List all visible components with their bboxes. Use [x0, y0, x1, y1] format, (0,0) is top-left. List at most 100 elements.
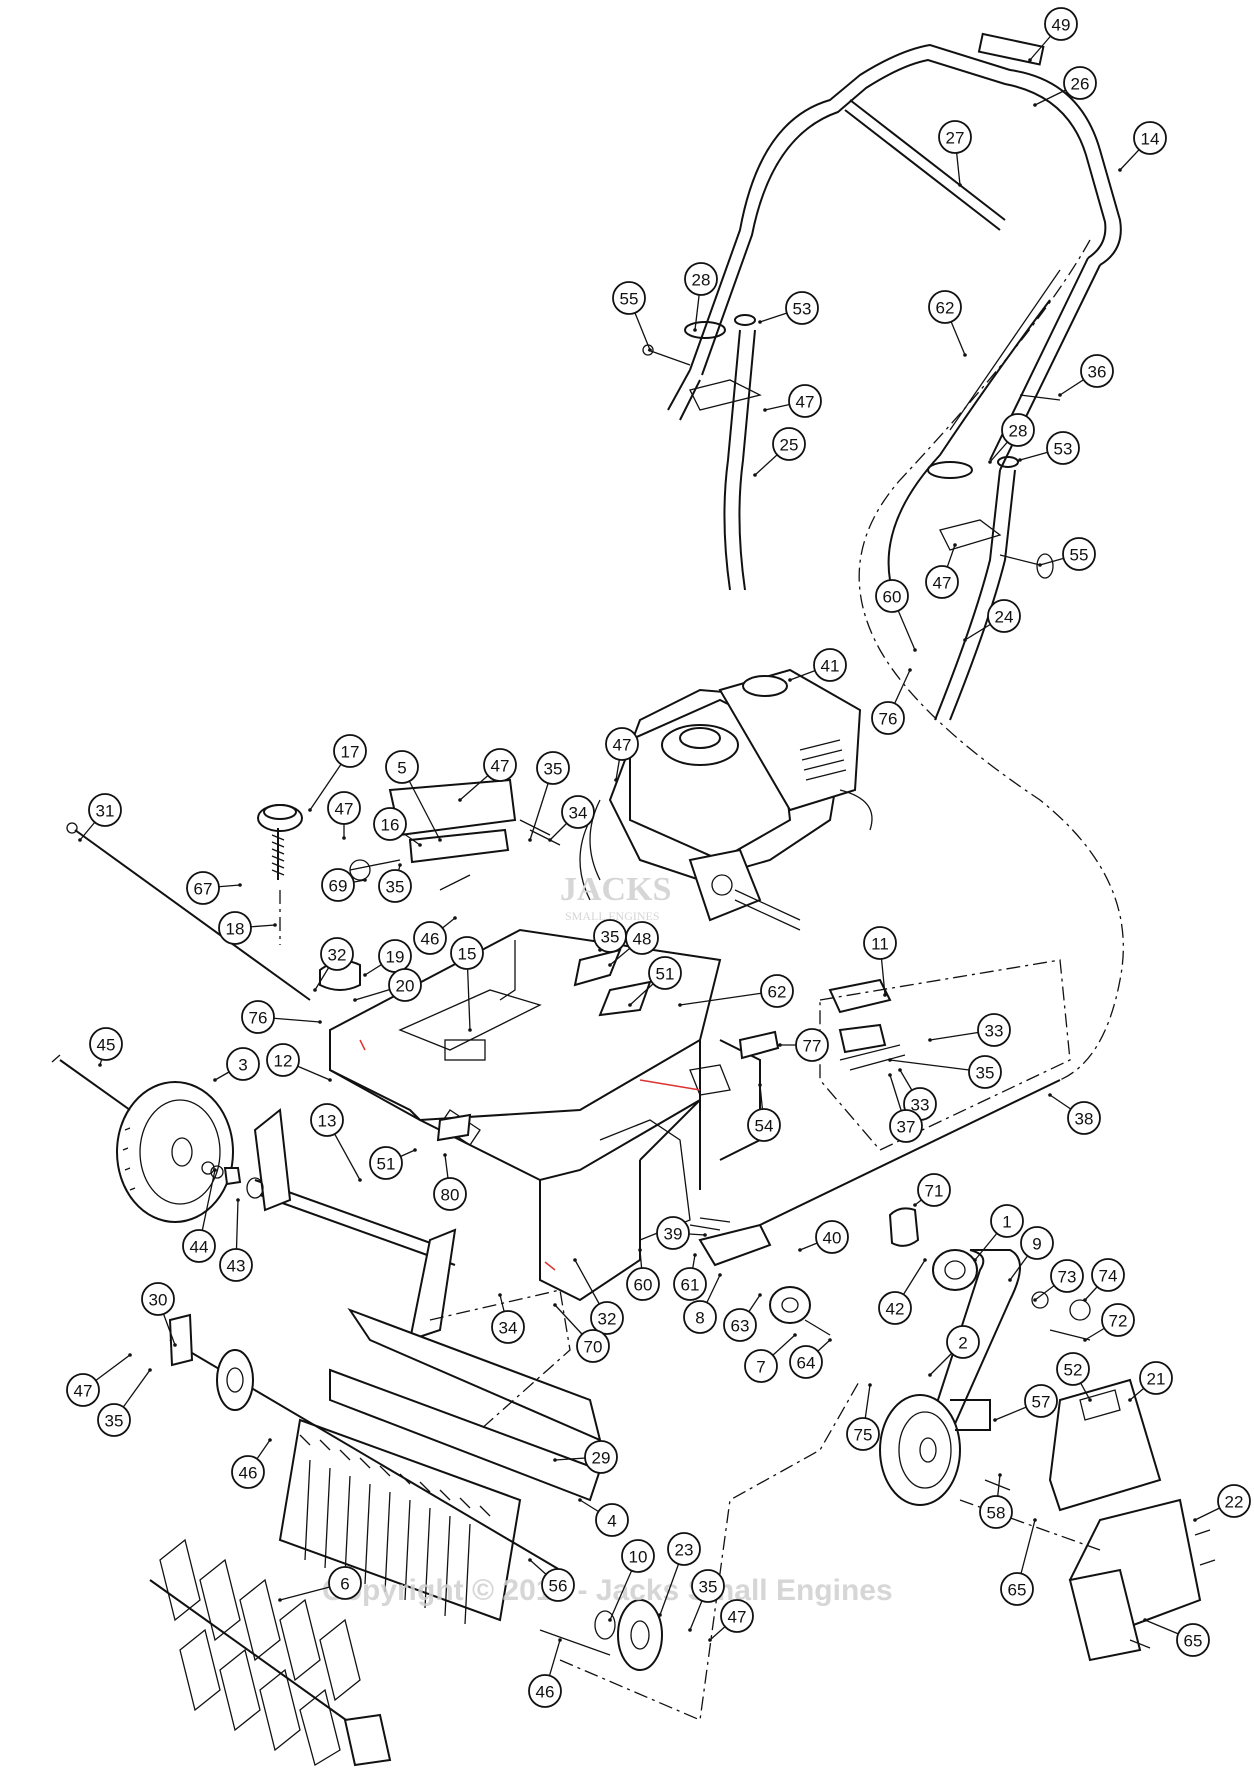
leader-dot [658, 1613, 662, 1617]
callout-29: 29 [553, 1440, 618, 1474]
callout-circle [1000, 1572, 1034, 1606]
callout-47: 47 [605, 727, 639, 782]
callout-number: 11 [871, 935, 889, 954]
leader-dot [443, 1153, 447, 1157]
callout-circle [656, 1216, 690, 1250]
callout-58: 58 [979, 1473, 1013, 1529]
callout-number: 30 [149, 1291, 168, 1310]
callout-number: 67 [194, 880, 213, 899]
callout-number: 20 [396, 977, 415, 996]
leader-dot [758, 1293, 762, 1297]
leader-dot [528, 1558, 532, 1562]
leader-dot [888, 1058, 892, 1062]
callout-circle [684, 262, 718, 296]
callout-number: 51 [656, 965, 675, 984]
callout-circle [218, 911, 252, 945]
callout-number: 69 [329, 877, 348, 896]
callout-circle [1062, 537, 1096, 571]
callout-circle [378, 869, 412, 903]
callout-number: 52 [1064, 1361, 1083, 1380]
callout-circle [723, 1308, 757, 1342]
handle-assembly [642, 32, 1122, 721]
callout-47: 47 [925, 543, 959, 599]
callout-22: 22 [1193, 1484, 1251, 1522]
leader-dot [963, 638, 967, 642]
callout-number: 62 [768, 983, 787, 1002]
callout-number: 34 [569, 804, 588, 823]
callout-number: 26 [1071, 75, 1090, 94]
callout-33: 33 [928, 1013, 1011, 1047]
callout-28: 28 [684, 262, 718, 332]
leader-dot [678, 1003, 682, 1007]
callout-number: 2 [958, 1334, 967, 1353]
callout-number: 43 [227, 1257, 246, 1276]
callout-number: 57 [1032, 1393, 1051, 1412]
leader-dot [1088, 1398, 1092, 1402]
callout-47: 47 [66, 1353, 132, 1407]
callout-62: 62 [678, 974, 794, 1008]
leader-dot [1018, 458, 1022, 462]
callout-62: 62 [928, 290, 967, 357]
callout-circle [760, 974, 794, 1008]
callout-28: 28 [988, 413, 1035, 464]
callout-circle [846, 1417, 880, 1451]
callout-51: 51 [369, 1146, 417, 1180]
callout-circle [744, 1349, 778, 1383]
callout-circle [385, 750, 419, 784]
callout-circle [925, 565, 959, 599]
callout-number: 47 [74, 1382, 93, 1401]
callout-32: 32 [313, 937, 354, 992]
callout-46: 46 [413, 916, 457, 955]
callout-46: 46 [528, 1638, 562, 1708]
leader-dot [173, 1343, 177, 1347]
callout-circle [878, 1291, 912, 1325]
callout-25: 25 [753, 427, 806, 477]
callout-number: 6 [340, 1575, 349, 1594]
callout-number: 60 [634, 1276, 653, 1295]
leader-dot [236, 1198, 240, 1202]
leader-dot [1048, 1093, 1052, 1097]
callout-circle [946, 1325, 980, 1359]
callout-circle [528, 1674, 562, 1708]
leader-dot [98, 1063, 102, 1067]
callout-number: 33 [985, 1022, 1004, 1041]
leader-dot [923, 1258, 927, 1262]
leader-dot [1193, 1518, 1197, 1522]
callout-circle [241, 1000, 275, 1034]
callout-number: 75 [854, 1426, 873, 1445]
callout-circle [595, 1503, 629, 1537]
callout-number: 24 [995, 608, 1014, 627]
callout-number: 40 [823, 1229, 842, 1248]
callout-circle [1063, 66, 1097, 100]
leader-dot [608, 963, 612, 967]
callout-47: 47 [327, 791, 361, 840]
callout-circle [231, 1455, 265, 1489]
leader-dot [958, 183, 962, 187]
callout-number: 47 [933, 574, 952, 593]
callout-circle [433, 1177, 467, 1211]
callout-circle [1176, 1623, 1210, 1657]
callout-circle [369, 1146, 403, 1180]
callout-circle [875, 579, 909, 613]
callout-number: 47 [335, 800, 354, 819]
callout-circle [1091, 1258, 1125, 1292]
leader-dot [363, 878, 367, 882]
leader-dot [573, 1258, 577, 1262]
callout-47: 47 [763, 384, 822, 418]
leader-dot [458, 798, 462, 802]
callout-number: 35 [699, 1578, 718, 1597]
callout-circle [327, 791, 361, 825]
callout-circle [1067, 1101, 1101, 1135]
callout-number: 28 [692, 271, 711, 290]
leader-dot [78, 838, 82, 842]
callout-60: 60 [626, 1248, 660, 1301]
callout-1: 1 [973, 1204, 1024, 1262]
right-brackets [689, 959, 1071, 1336]
callout-circle [1217, 1484, 1251, 1518]
callout-21: 21 [1128, 1361, 1173, 1402]
callout-35: 35 [688, 1569, 725, 1632]
callout-30: 30 [141, 1282, 177, 1347]
callout-number: 23 [675, 1541, 694, 1560]
callout-circle [89, 1027, 123, 1061]
callout-circle [977, 1013, 1011, 1047]
